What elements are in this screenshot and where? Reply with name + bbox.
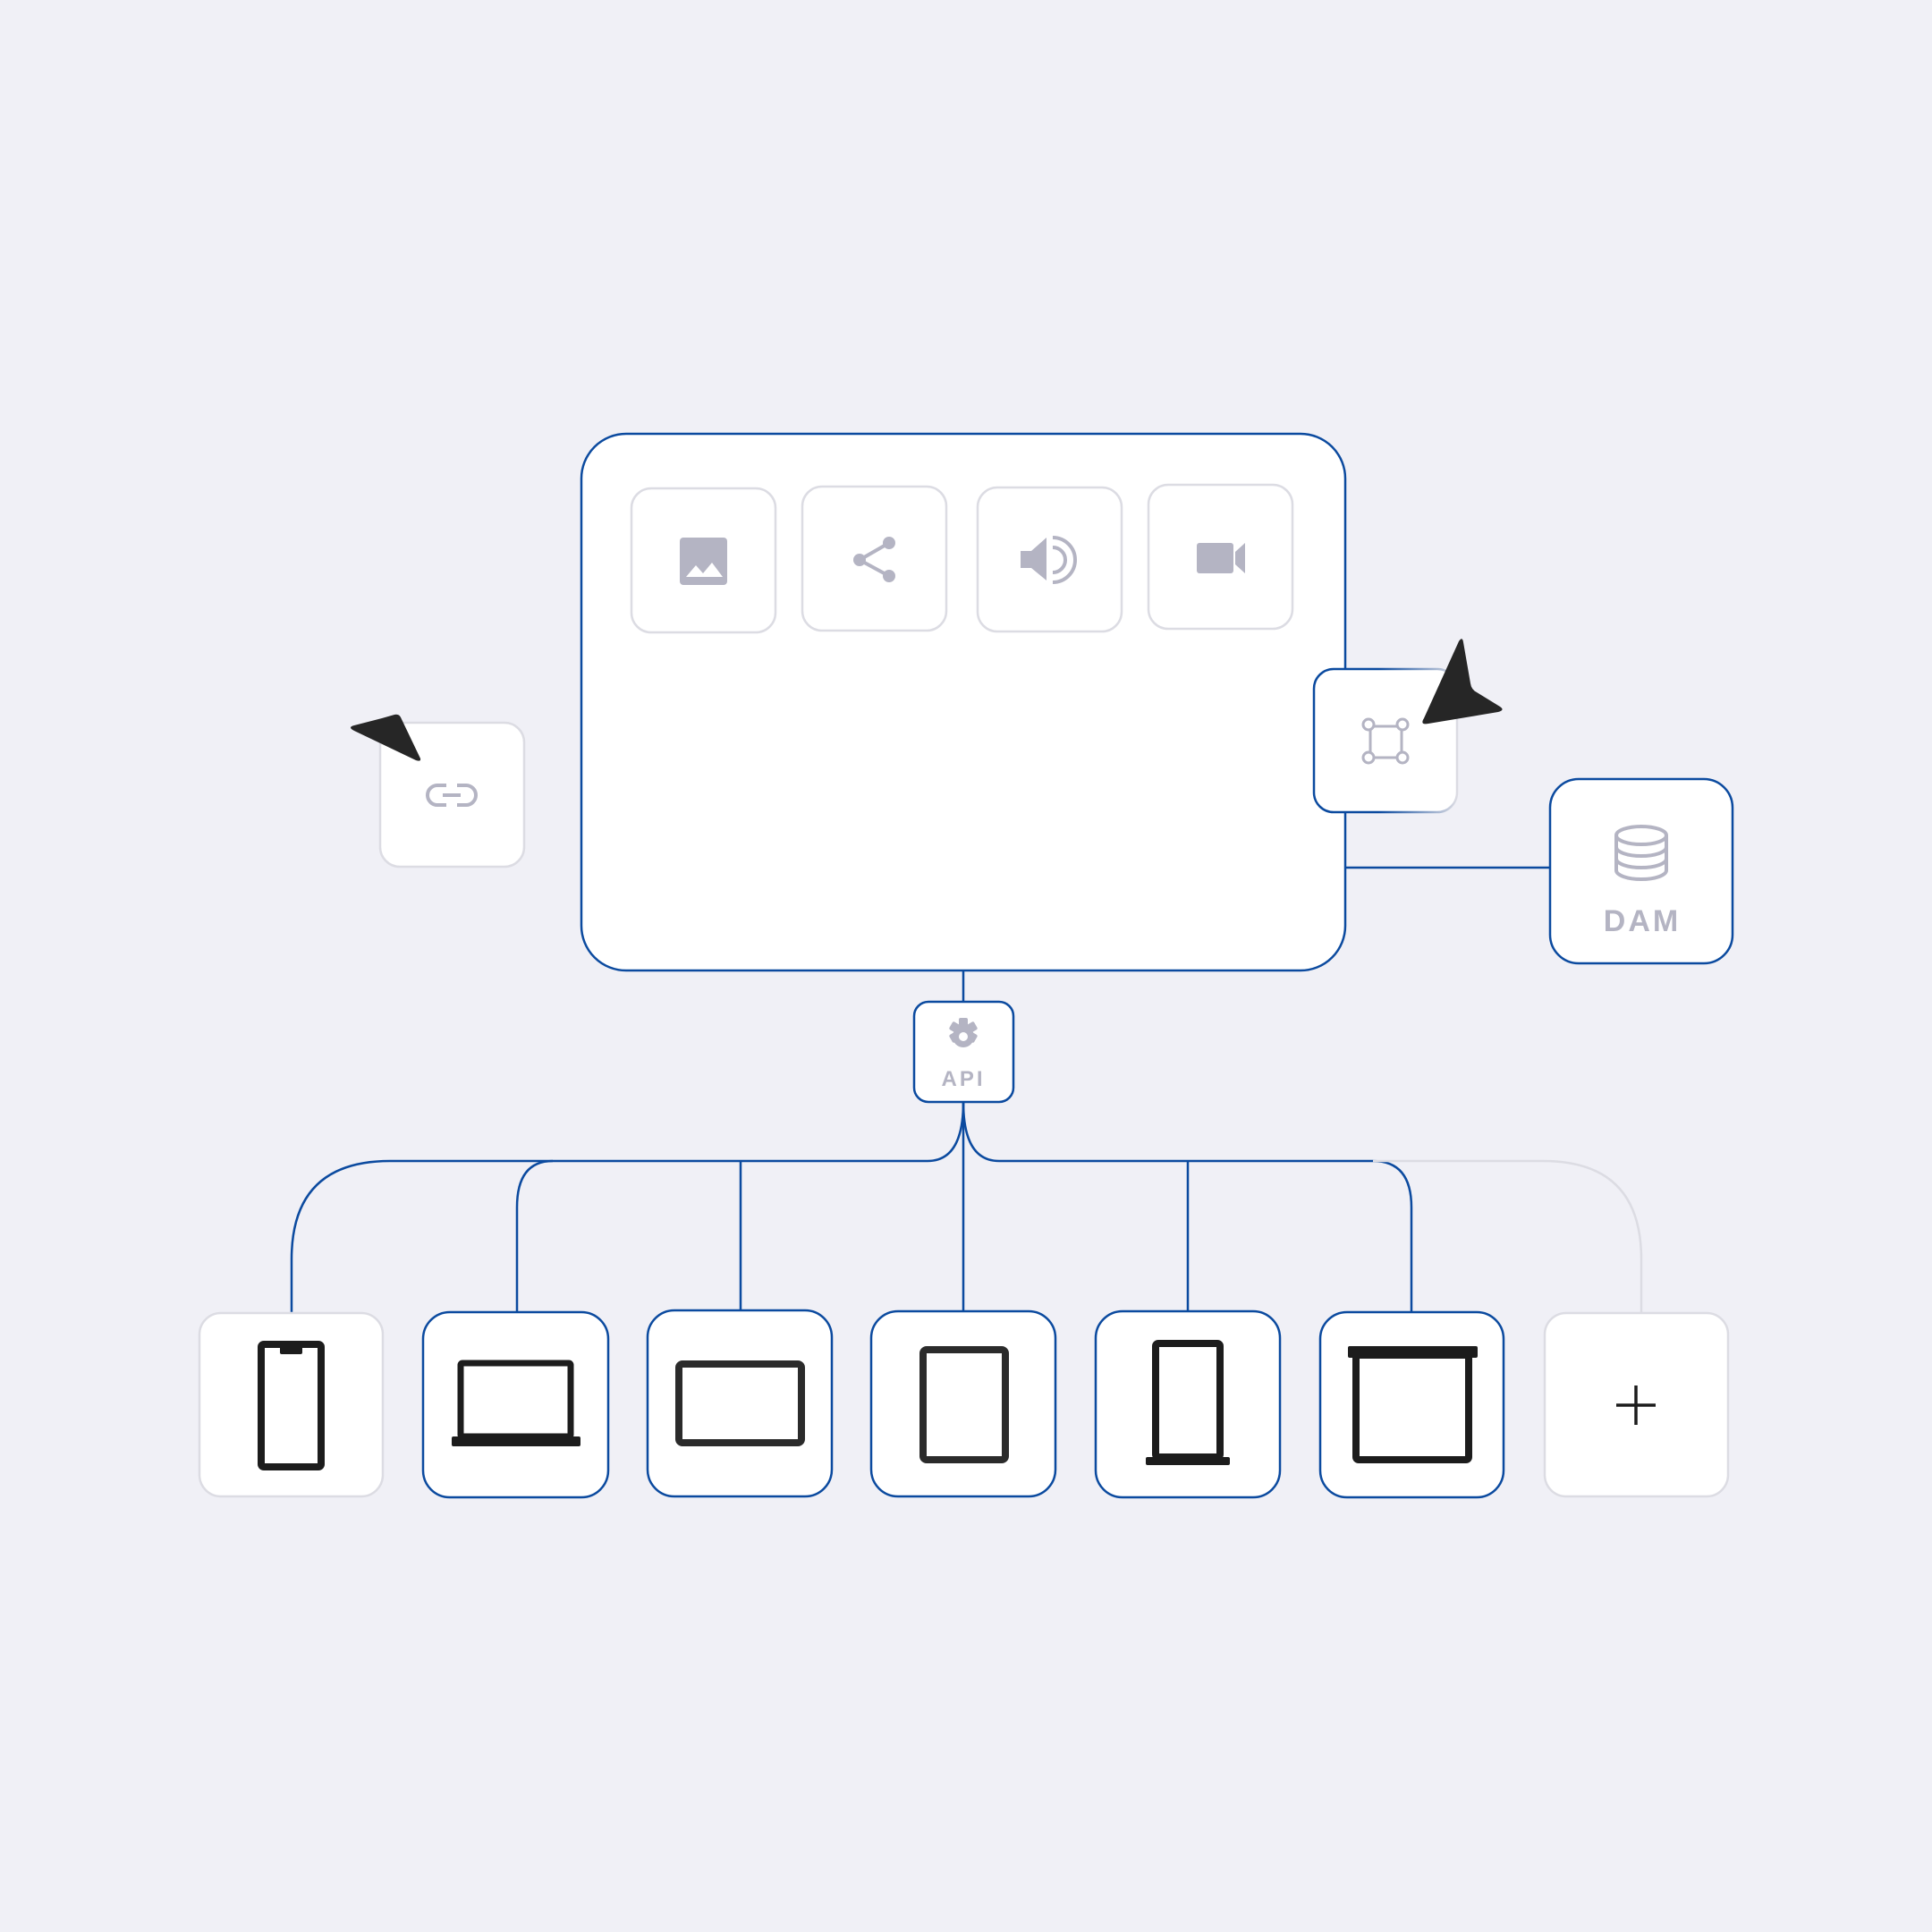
media-tile-audio[interactable] [976,486,1123,633]
api-box[interactable]: API [912,1000,1015,1104]
media-tile-share[interactable] [801,485,948,632]
add-device-tile[interactable] [1543,1311,1730,1498]
device-4-tablet[interactable] [869,1309,1057,1498]
audio-icon [1021,536,1077,584]
tv-screen-icon [1348,1346,1478,1463]
dam-box[interactable]: DAM [1548,777,1734,965]
database-icon [1614,825,1668,881]
connector-device-2 [515,1159,554,1312]
tablet-icon [919,1346,1009,1463]
image-icon [680,538,727,585]
link-icon [426,784,478,807]
transform-tile[interactable] [1312,667,1459,814]
device-3-monitor[interactable] [646,1309,834,1498]
cursor-left [351,714,421,761]
laptop-icon [452,1360,580,1446]
api-label: API [941,1067,985,1091]
device-2-laptop[interactable] [421,1310,610,1499]
device-6-tv-screen[interactable] [1318,1310,1505,1499]
media-tile-video[interactable] [1147,483,1294,631]
gear-icon [949,1018,978,1047]
device-1-smartphone[interactable] [198,1311,385,1498]
smartphone-icon [258,1341,325,1470]
monitor-icon [675,1360,805,1446]
connector-device-1 [290,1101,965,1313]
video-icon [1197,543,1245,573]
media-tile-image[interactable] [630,487,777,634]
add-icon [1616,1385,1656,1425]
kiosk-icon [1146,1340,1230,1465]
cursor-right [1422,639,1503,724]
share-icon [853,537,895,582]
device-5-kiosk[interactable] [1094,1309,1282,1499]
transform-icon [1361,717,1410,765]
dam-label: DAM [1604,904,1681,938]
connector-add-device [1373,1159,1643,1313]
